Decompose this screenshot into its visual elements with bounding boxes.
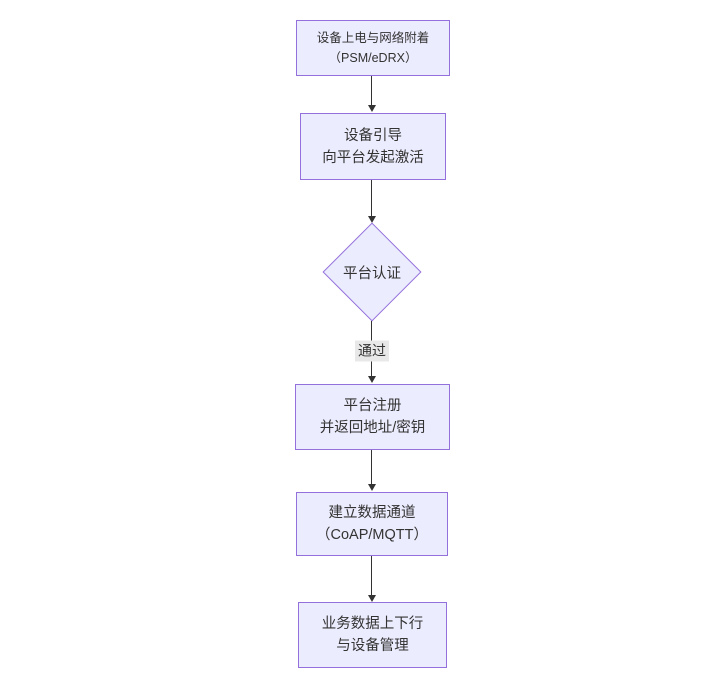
node-line: 向平台发起激活 [322, 149, 424, 166]
arrowhead-down-icon [367, 376, 376, 383]
node-line: 平台认证 [343, 265, 401, 282]
node-line: 建立数据通道 [328, 505, 416, 521]
flow-node-bootstrap: 设备引导 向平台发起激活 [300, 113, 446, 180]
flow-arrow [367, 556, 376, 602]
decision-platform-auth: 平台认证 [322, 222, 422, 322]
node-line: 并返回地址/密钥 [319, 420, 426, 436]
flow-node-power-attach: 设备上电与网络附着 （PSM/eDRX） [296, 20, 450, 76]
arrow-line [371, 180, 372, 216]
node-line: 业务数据上下行 [321, 616, 424, 632]
node-line: 平台注册 [343, 398, 402, 414]
node-line: （CoAP/MQTT） [316, 527, 428, 543]
arrowhead-down-icon [367, 216, 376, 223]
node-line: （PSM/eDRX） [328, 51, 418, 65]
arrowhead-down-icon [367, 105, 376, 112]
arrow-line [371, 450, 372, 484]
flow-node-register: 平台注册 并返回地址/密钥 [295, 384, 450, 450]
arrowhead-down-icon [367, 484, 376, 491]
flow-node-business-data: 业务数据上下行 与设备管理 [298, 602, 447, 668]
node-line: 与设备管理 [336, 638, 409, 654]
flow-arrow [367, 180, 376, 223]
arrow-line [371, 556, 372, 595]
node-line: 设备引导 [344, 127, 402, 144]
edge-label-pass: 通过 [355, 340, 389, 362]
node-line: 设备上电与网络附着 [316, 31, 430, 45]
arrowhead-down-icon [367, 595, 376, 602]
flow-arrow [367, 450, 376, 491]
flow-arrow [367, 76, 376, 112]
arrow-line [371, 76, 372, 105]
flow-node-data-channel: 建立数据通道 （CoAP/MQTT） [296, 492, 448, 556]
